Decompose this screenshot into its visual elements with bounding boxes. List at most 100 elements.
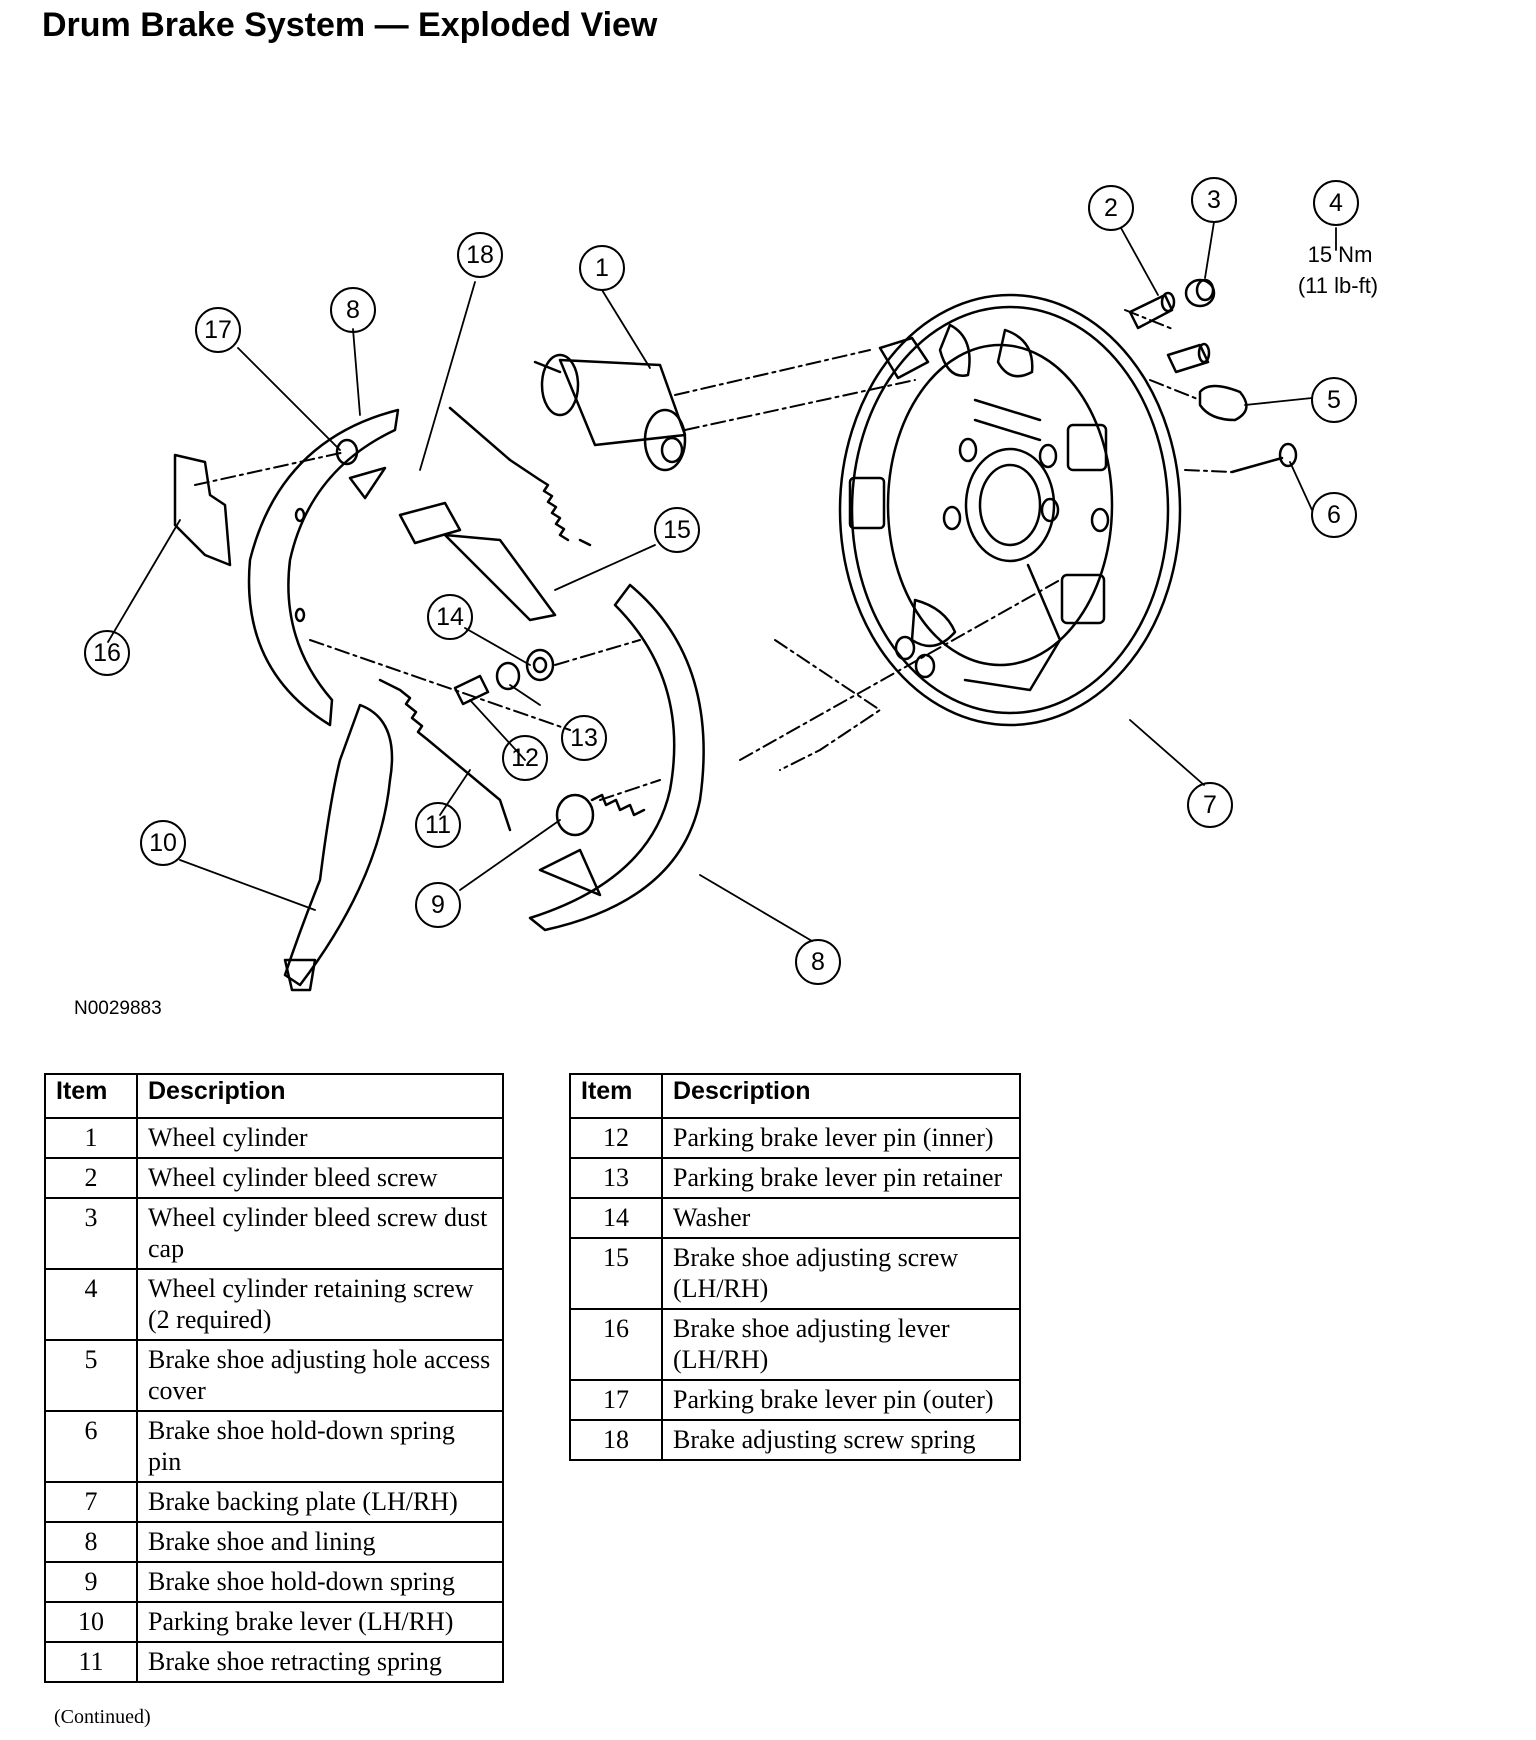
retainer-drawing xyxy=(495,661,521,691)
item-description: Wheel cylinder bleed screw dust cap xyxy=(136,1197,504,1270)
callout-16: 16 xyxy=(93,639,121,667)
hold-down-pin-drawing xyxy=(1230,442,1298,474)
item-number: 5 xyxy=(44,1339,138,1412)
item-number: 1 xyxy=(44,1117,138,1159)
item-number: 16 xyxy=(569,1308,663,1381)
item-description: Parking brake lever pin (outer) xyxy=(661,1379,1021,1421)
item-number: 17 xyxy=(569,1379,663,1421)
item-number: 7 xyxy=(44,1481,138,1523)
column-header-item: Item xyxy=(569,1073,663,1119)
item-description: Wheel cylinder xyxy=(136,1117,504,1159)
item-description: Wheel cylinder bleed screw xyxy=(136,1157,504,1199)
item-description: Brake shoe and lining xyxy=(136,1521,504,1563)
exploded-view-diagram: 1 2 3 4 5 6 7 8 8 9 10 11 12 13 14 15 16… xyxy=(84,177,1378,992)
callout-14: 14 xyxy=(436,603,464,631)
callout-3: 3 xyxy=(1207,186,1221,214)
page-title: Drum Brake System — Exploded View xyxy=(42,6,658,44)
callout-17: 17 xyxy=(204,316,232,344)
item-description: Brake backing plate (LH/RH) xyxy=(136,1481,504,1523)
shoe-right-drawing xyxy=(528,583,705,932)
retaining-screw-drawing xyxy=(1166,342,1211,374)
column-header-item: Item xyxy=(44,1073,138,1119)
item-description: Brake shoe adjusting hole access cover xyxy=(136,1339,504,1412)
callout-7: 7 xyxy=(1203,791,1217,819)
torque-imperial: (11 lb-ft) xyxy=(1298,273,1378,298)
shoe-left-drawing xyxy=(247,408,400,727)
retracting-spring-drawing xyxy=(378,678,512,832)
item-description: Washer xyxy=(661,1197,1021,1239)
backing-plate-drawing xyxy=(838,293,1182,727)
pin-outer-drawing xyxy=(335,438,359,466)
callout-9: 9 xyxy=(431,891,445,919)
item-description: Brake shoe hold-down spring xyxy=(136,1561,504,1603)
item-number: 18 xyxy=(569,1419,663,1461)
callout-10: 10 xyxy=(149,829,177,857)
continued-note: (Continued) xyxy=(54,1706,151,1728)
item-description: Brake shoe hold-down spring pin xyxy=(136,1410,504,1483)
callout-18: 18 xyxy=(466,241,494,269)
hold-down-spring-drawing xyxy=(555,793,646,837)
washer-drawing xyxy=(525,648,555,682)
callout-2: 2 xyxy=(1104,194,1118,222)
item-description: Parking brake lever pin (inner) xyxy=(661,1117,1021,1159)
callout-12: 12 xyxy=(511,744,539,772)
callout-5: 5 xyxy=(1327,386,1341,414)
item-description: Brake shoe retracting spring xyxy=(136,1641,504,1683)
callout-11: 11 xyxy=(425,811,451,839)
column-header-description: Description xyxy=(136,1073,504,1119)
item-number: 4 xyxy=(44,1268,138,1341)
item-description: Brake shoe adjusting screw (LH/RH) xyxy=(661,1237,1021,1310)
figure-id: N0029883 xyxy=(74,998,162,1019)
item-number: 14 xyxy=(569,1197,663,1239)
item-number: 3 xyxy=(44,1197,138,1270)
adjusting-spring-drawing xyxy=(448,406,592,547)
pin-inner-drawing xyxy=(453,674,490,706)
callout-8b: 8 xyxy=(811,948,825,976)
callout-6: 6 xyxy=(1327,501,1341,529)
callout-15: 15 xyxy=(663,516,691,544)
item-number: 2 xyxy=(44,1157,138,1199)
adjusting-lever-drawing xyxy=(173,453,232,567)
wheel-cylinder-drawing xyxy=(533,353,687,472)
item-number: 10 xyxy=(44,1601,138,1643)
item-description: Parking brake lever pin retainer xyxy=(661,1157,1021,1199)
item-number: 15 xyxy=(569,1237,663,1310)
adjusting-screw-drawing xyxy=(398,501,557,622)
parking-brake-lever-drawing xyxy=(283,703,394,992)
item-description: Brake shoe adjusting lever (LH/RH) xyxy=(661,1308,1021,1381)
item-number: 8 xyxy=(44,1521,138,1563)
callout-8a: 8 xyxy=(346,296,360,324)
item-description: Wheel cylinder retaining screw (2 requir… xyxy=(136,1268,504,1341)
item-description: Parking brake lever (LH/RH) xyxy=(136,1601,504,1643)
torque-value: 15 Nm xyxy=(1308,242,1373,267)
callout-1: 1 xyxy=(595,254,609,282)
column-header-description: Description xyxy=(661,1073,1021,1119)
item-number: 11 xyxy=(44,1641,138,1683)
dust-cap-drawing xyxy=(1184,278,1216,308)
callout-13: 13 xyxy=(570,724,598,752)
callout-4: 4 xyxy=(1329,189,1343,217)
item-description: Brake adjusting screw spring xyxy=(661,1419,1021,1461)
bleed-screw-drawing xyxy=(1128,291,1176,330)
item-number: 13 xyxy=(569,1157,663,1199)
